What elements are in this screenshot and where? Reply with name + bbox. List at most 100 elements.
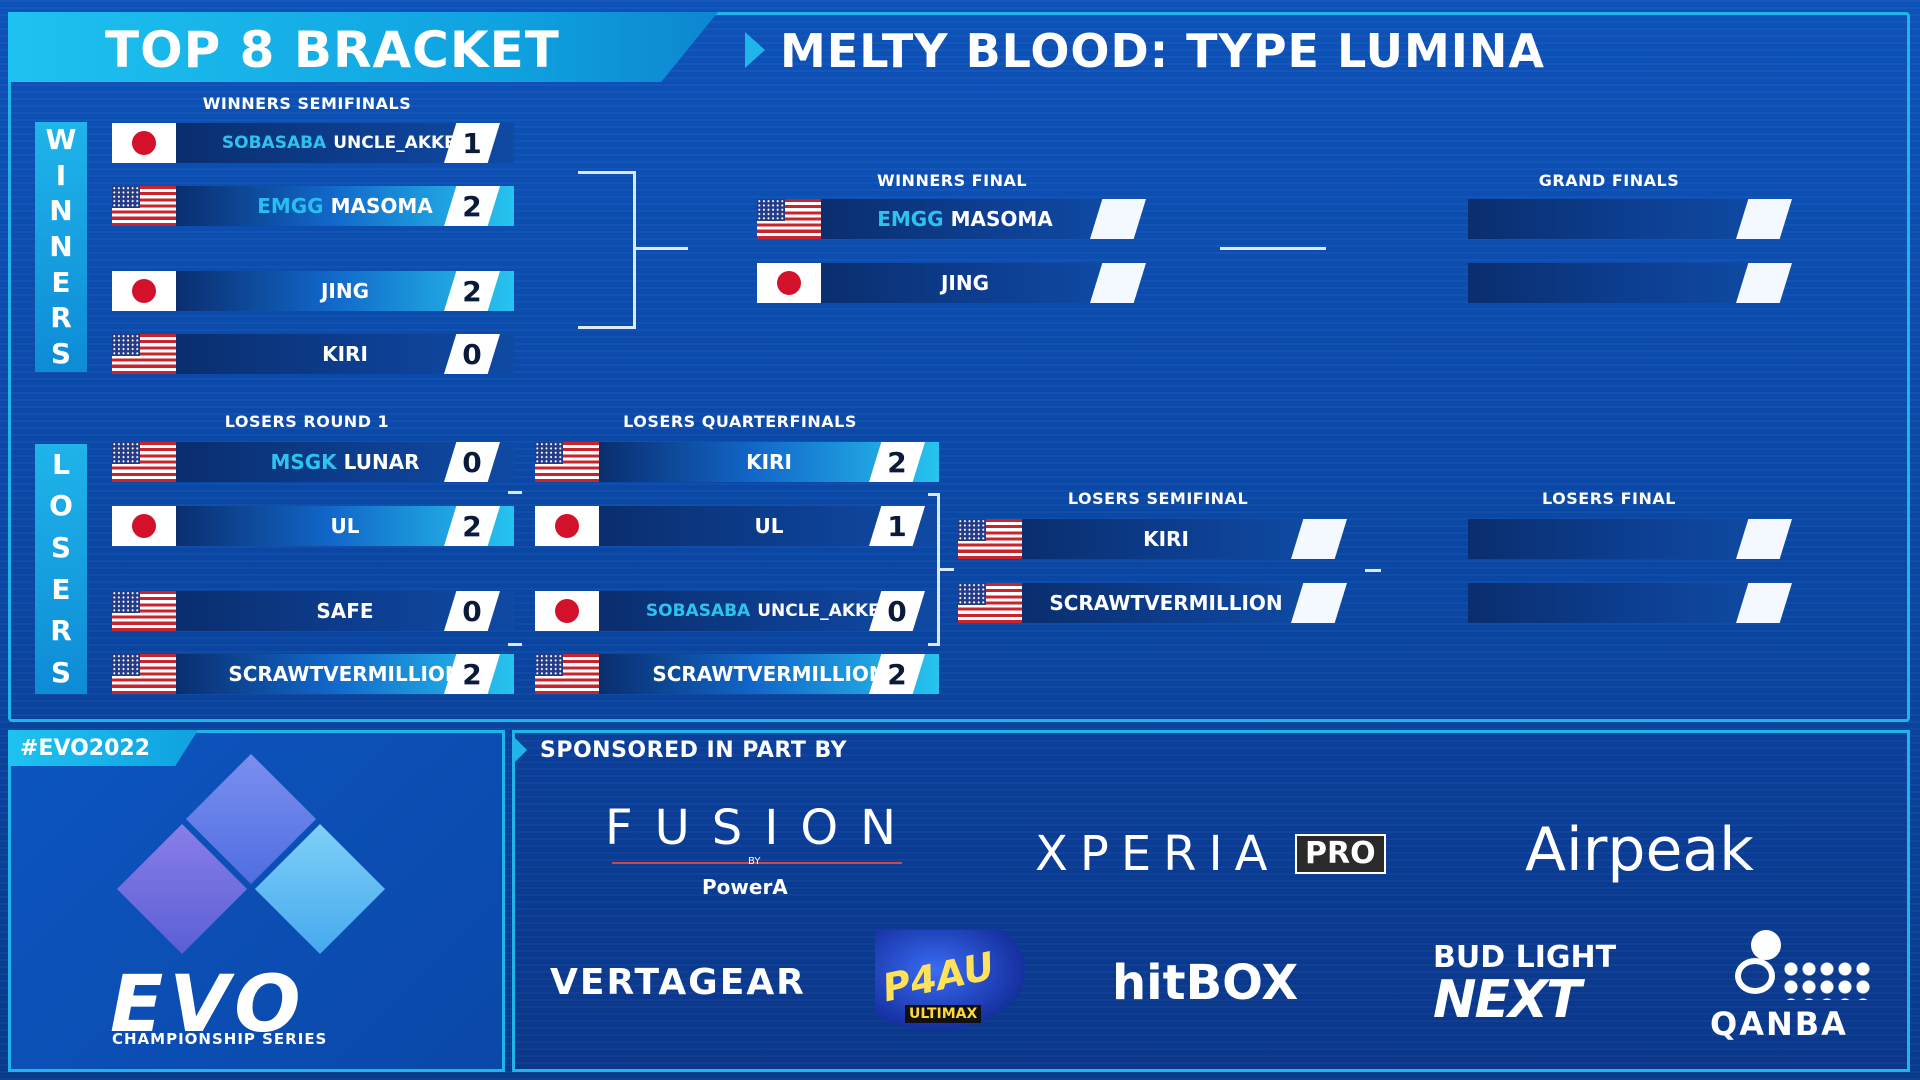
player-name: UNCLE_AKKEY: [757, 601, 893, 621]
player-name-bar: [1468, 583, 1758, 623]
player-name-bar: [1468, 519, 1758, 559]
round-label-winners-final: WINNERS FINAL: [876, 171, 1028, 190]
usa-flag-icon: [535, 442, 599, 482]
qanba-joystick-base: [1735, 958, 1775, 994]
side-letter: N: [49, 194, 73, 228]
budlight-logo-top: BUD LIGHT: [1433, 940, 1617, 975]
connector-line: [578, 171, 636, 174]
side-letter: E: [51, 265, 71, 299]
player-sponsor-tag: SOBASABA: [221, 133, 327, 153]
japan-flag-icon: [112, 123, 176, 163]
fusion-divider: [612, 862, 902, 864]
bracket-slot: [1468, 199, 1792, 239]
japan-flag-icon: [535, 591, 599, 631]
connector-line: [633, 171, 636, 329]
player-name-bar: JING: [821, 263, 1109, 303]
evo-hashtag-tab: [8, 730, 198, 766]
usa-flag-icon: [112, 334, 176, 374]
connector-line: [1365, 569, 1381, 572]
player-name-bar: SCRAWTVERMILLION: [1022, 583, 1310, 623]
connector-line: [508, 491, 522, 494]
bracket-panel: [8, 12, 1910, 722]
player-name: JING: [940, 271, 990, 295]
round-label-losers-round-1: LOSERS ROUND 1: [224, 412, 390, 431]
sponsor-panel: [512, 730, 1910, 1072]
sponsor-arrow-icon: [515, 738, 527, 762]
usa-flag-icon: [112, 186, 176, 226]
connector-line: [508, 643, 522, 646]
japan-flag-icon: [112, 506, 176, 546]
player-score: 1: [444, 123, 500, 163]
japan-flag-icon: [535, 506, 599, 546]
player-name-bar: KIRI: [1022, 519, 1310, 559]
usa-flag-icon: [112, 654, 176, 694]
evo-hashtag: #EVO2022: [20, 736, 151, 761]
round-label-winners-semifinals: WINNERS SEMIFINALS: [202, 94, 412, 113]
sponsor-title: SPONSORED IN PART BY: [540, 738, 848, 763]
game-title: MELTY BLOOD: TYPE LUMINA: [780, 24, 1545, 78]
usa-flag-icon: [112, 591, 176, 631]
usa-flag-icon: [958, 583, 1022, 623]
qanba-buttons-icon: [1782, 960, 1872, 1000]
player-name-bar: [1468, 263, 1758, 303]
player-name: UL: [754, 514, 784, 538]
evo-wordmark: EVO: [110, 960, 307, 1050]
player-sponsor-tag: MSGK: [270, 450, 337, 474]
usa-flag-canton: [535, 654, 563, 676]
bracket-title: TOP 8 BRACKET: [105, 21, 560, 79]
qanba-joystick-ball: [1751, 930, 1781, 960]
player-name: MASOMA: [950, 207, 1053, 231]
evo-subtitle: CHAMPIONSHIP SERIES: [112, 1030, 328, 1048]
usa-flag-canton: [958, 519, 986, 541]
japan-flag-icon: [757, 263, 821, 303]
game-title-arrow-icon: [745, 32, 765, 68]
connector-line: [1220, 247, 1326, 250]
player-name: UL: [330, 514, 360, 538]
side-letter: S: [50, 656, 72, 690]
bracket-slot: SCRAWTVERMILLION: [958, 583, 1347, 623]
player-name: UNCLE_AKKEY: [333, 133, 469, 153]
fusion-by: BY: [748, 856, 761, 867]
connector-line: [940, 568, 954, 571]
connector-line: [937, 493, 940, 646]
connector-line: [928, 643, 940, 646]
usa-flag-canton: [112, 186, 140, 208]
airpeak-logo: Airpeak: [1525, 815, 1754, 885]
xperia-logo: XPERIA: [1035, 826, 1280, 882]
side-letter: S: [50, 531, 72, 565]
evo-panel: [8, 730, 505, 1072]
round-label-losers-quarterfinals: LOSERS QUARTERFINALS: [623, 412, 857, 431]
connector-line: [636, 247, 688, 250]
side-letter: L: [52, 447, 70, 481]
player-name: MASOMA: [330, 194, 433, 218]
player-name: SCRAWTVERMILLION: [652, 662, 886, 686]
qanba-logo: QANBA: [1710, 1005, 1848, 1043]
usa-flag-canton: [757, 199, 785, 221]
budlight-logo-bottom: NEXT: [1433, 970, 1582, 1030]
bracket-slot: KIRI: [958, 519, 1347, 559]
player-name: KIRI: [322, 342, 368, 366]
player-name-bar: [1468, 199, 1758, 239]
usa-flag-canton: [112, 442, 140, 464]
japan-flag-sun: [132, 279, 156, 303]
xperia-pro-badge: PRO: [1295, 834, 1386, 874]
round-label-grand-finals: GRAND FINALS: [1538, 171, 1680, 190]
player-sponsor-tag: EMGG: [257, 194, 324, 218]
usa-flag-canton: [112, 334, 140, 356]
qanba-joystick-icon: [1735, 930, 1805, 1000]
japan-flag-icon: [112, 271, 176, 311]
player-sponsor-tag: EMGG: [877, 207, 944, 231]
round-label-losers-semifinal: LOSERS SEMIFINAL: [1067, 489, 1249, 508]
hitbox-logo: hitBOX: [1112, 955, 1299, 1011]
usa-flag-canton: [112, 591, 140, 613]
